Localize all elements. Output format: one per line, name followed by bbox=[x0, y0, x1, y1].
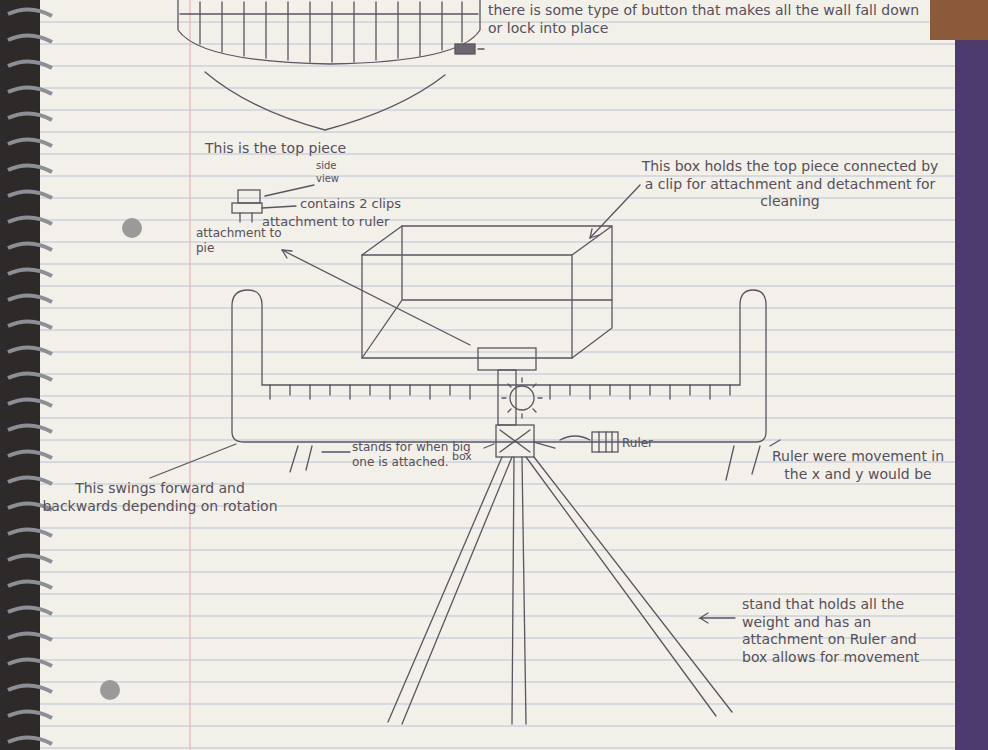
note-text: This box holds the top piece connected b… bbox=[640, 158, 940, 211]
gear-symbol bbox=[510, 386, 534, 410]
note-text: attachment to ruler bbox=[262, 214, 452, 230]
note-text: This swings forward and backwards depend… bbox=[40, 480, 280, 515]
leader-line bbox=[590, 185, 640, 238]
note-text: contains 2 clips bbox=[300, 196, 460, 212]
box-edges bbox=[362, 226, 612, 358]
pencil-drawing bbox=[150, 0, 780, 724]
notebook-cover bbox=[955, 0, 988, 750]
top-piece-grid bbox=[200, 2, 462, 62]
side-view-piece bbox=[238, 190, 260, 203]
ruled-lines bbox=[40, 22, 955, 748]
note-text: Ruler were movement in the x and y would… bbox=[768, 448, 948, 483]
leader-line bbox=[478, 48, 484, 49]
part-label: Ruler bbox=[622, 436, 682, 451]
tripod-leg bbox=[512, 457, 526, 724]
tripod-leg bbox=[526, 457, 732, 716]
part-label: This is the top piece bbox=[205, 140, 425, 158]
leader-line bbox=[700, 613, 735, 623]
note-text: attachment to pie bbox=[196, 226, 288, 256]
box-back bbox=[362, 226, 612, 358]
leader-line bbox=[282, 250, 470, 345]
leader-line bbox=[726, 440, 780, 480]
punch-hole bbox=[100, 680, 120, 700]
background-rug bbox=[930, 0, 988, 40]
clip-attachment bbox=[478, 348, 536, 370]
stand-mount bbox=[500, 430, 530, 452]
small-ruler bbox=[592, 432, 618, 452]
side-view-clips bbox=[232, 203, 262, 213]
leader-line bbox=[484, 442, 555, 448]
small-sketch bbox=[560, 436, 590, 440]
ruler-frame bbox=[232, 290, 766, 442]
tripod-leg bbox=[388, 457, 512, 724]
note-text: stand that holds all the weight and has … bbox=[742, 596, 942, 666]
note-text: there is some type of button that makes … bbox=[488, 2, 928, 37]
arrow-head bbox=[282, 250, 292, 258]
gear-teeth bbox=[502, 378, 542, 418]
stand-mount bbox=[496, 425, 534, 457]
ruler-ticks bbox=[270, 385, 730, 399]
leader-line bbox=[150, 444, 350, 478]
view-label: side view bbox=[316, 160, 362, 185]
top-piece-outline bbox=[178, 0, 480, 64]
small-ruler bbox=[599, 432, 612, 452]
punch-hole bbox=[122, 218, 142, 238]
top-piece-grid bbox=[180, 13, 478, 14]
arrow-head bbox=[590, 229, 599, 238]
part-label: box bbox=[452, 450, 492, 464]
margin-line bbox=[189, 0, 190, 750]
spiral-binding bbox=[8, 9, 52, 744]
bracket bbox=[205, 72, 445, 130]
button-symbol bbox=[455, 44, 475, 54]
rotation-shaft bbox=[498, 370, 516, 425]
